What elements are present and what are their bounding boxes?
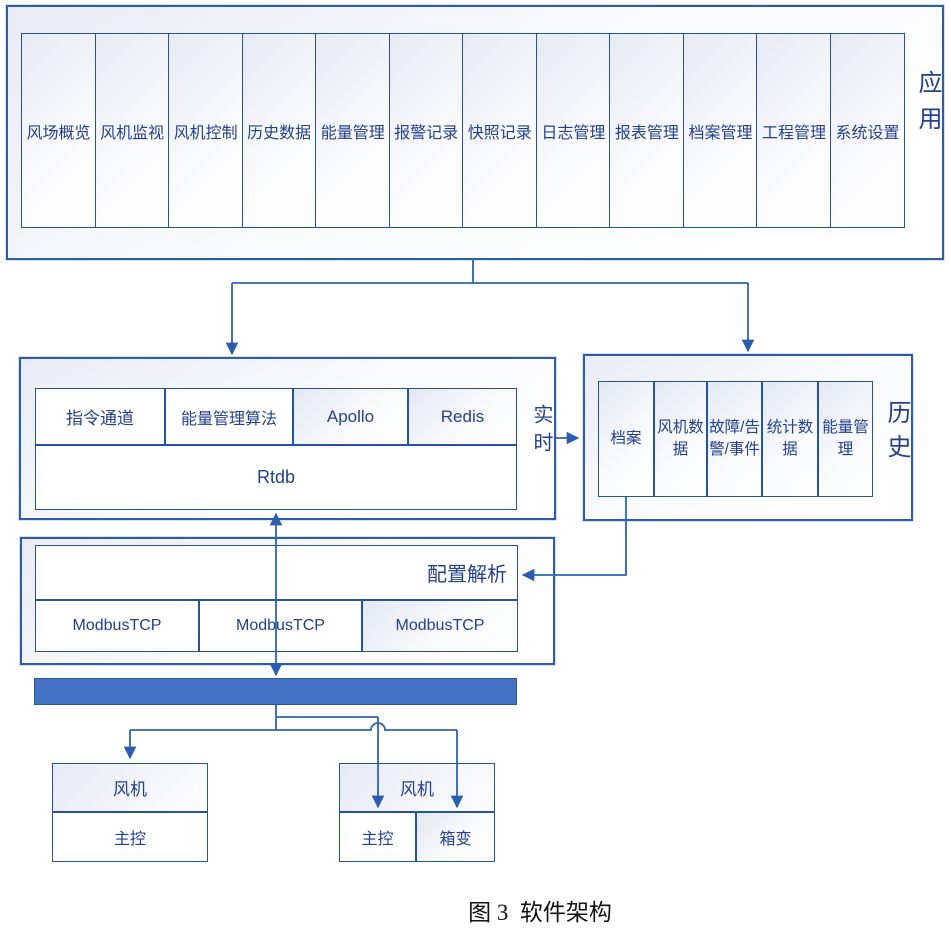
app-module: 风机控制 — [168, 33, 244, 228]
fault-alarm-event-store-cell: 故障/告警/事件 — [707, 381, 762, 497]
figure-caption: 图 3 软件架构 — [468, 900, 612, 925]
apollo-cell: Apollo — [293, 388, 408, 445]
app-module: 工程管理 — [756, 33, 832, 228]
turbine2-box-transformer: 箱变 — [416, 812, 495, 862]
energy-mgmt-algorithm-cell: 能量管理算法 — [165, 388, 293, 445]
app-module: 报警记录 — [388, 33, 464, 228]
app-module: 快照记录 — [462, 33, 538, 228]
statistics-store-cell: 统计数据 — [762, 381, 818, 497]
application-modules-row: 风场概览 风机监视 风机控制 历史数据 能量管理 报警记录 快照记录 日志管理 … — [21, 33, 906, 228]
app-module: 日志管理 — [535, 33, 611, 228]
app-module: 报表管理 — [609, 33, 685, 228]
turbine1-title: 风机 — [52, 763, 208, 812]
app-module: 系统设置 — [830, 33, 906, 228]
turbine2-title: 风机 — [339, 763, 495, 812]
command-channel-cell: 指令通道 — [35, 388, 165, 445]
app-module: 档案管理 — [682, 33, 758, 228]
turbine1-main-control: 主控 — [52, 812, 208, 862]
archive-store-cell: 档案 — [598, 381, 654, 497]
realtime-layer-label: 实时 — [530, 404, 552, 460]
modbus-tcp-cell: ModbusTCP — [199, 600, 362, 652]
app-module: 风机监视 — [94, 33, 170, 228]
network-bus-bar — [34, 678, 517, 705]
connector-lower-branch-with-hop — [130, 722, 457, 731]
redis-cell: Redis — [408, 388, 517, 445]
rtdb-cell: Rtdb — [35, 445, 517, 510]
modbus-tcp-cell: ModbusTCP — [362, 600, 518, 652]
config-parser-cell: 配置解析 — [35, 545, 518, 600]
config-parser-label: 配置解析 — [427, 564, 507, 586]
app-module: 能量管理 — [315, 33, 391, 228]
app-module: 历史数据 — [241, 33, 317, 228]
energy-mgmt-store-cell: 能量管理 — [818, 381, 873, 497]
application-layer-label: 应用 — [914, 70, 941, 142]
history-layer-label: 历史 — [883, 400, 910, 468]
modbus-tcp-cell: ModbusTCP — [35, 600, 199, 652]
turbine-data-store-cell: 风机数据 — [654, 381, 707, 497]
turbine2-main-control: 主控 — [339, 812, 416, 862]
app-module: 风场概览 — [21, 33, 97, 228]
